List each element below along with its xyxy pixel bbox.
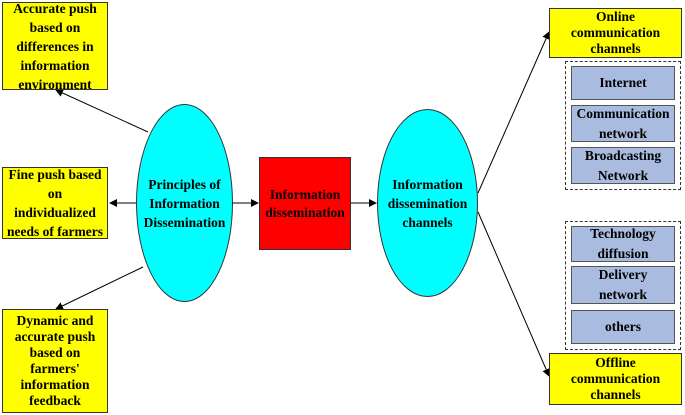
others-box: others — [571, 310, 675, 344]
arrow-to-dynamic-push — [55, 266, 144, 310]
arrow-to-online — [477, 31, 550, 194]
channels-ellipse: Information dissemination channels — [377, 109, 478, 297]
internet-box: Internet — [571, 66, 675, 100]
arrow-to-accurate-push — [55, 89, 149, 133]
broadcasting-network-box: Broadcasting Network — [571, 147, 675, 184]
delivery-network-box: Delivery network — [571, 266, 675, 304]
online-channels-box: Online communication channels — [549, 8, 682, 58]
offline-channels-box: Offline communication channels — [549, 353, 682, 405]
dynamic-push-box: Dynamic and accurate push based on farme… — [2, 309, 108, 413]
accurate-push-box: Accurate push based on differences in in… — [2, 1, 108, 92]
communication-network-box: Communication network — [571, 105, 675, 142]
fine-push-box: Fine push based on individualized needs … — [2, 167, 108, 239]
arrow-to-offline — [477, 211, 550, 377]
offline-channels-group — [565, 221, 681, 350]
technology-diffusion-box: Technology diffusion — [571, 226, 675, 262]
information-dissemination-box: Information dissemination — [259, 157, 351, 250]
principles-ellipse: Principles of Information Dissemination — [136, 104, 233, 302]
online-channels-group — [565, 61, 681, 190]
